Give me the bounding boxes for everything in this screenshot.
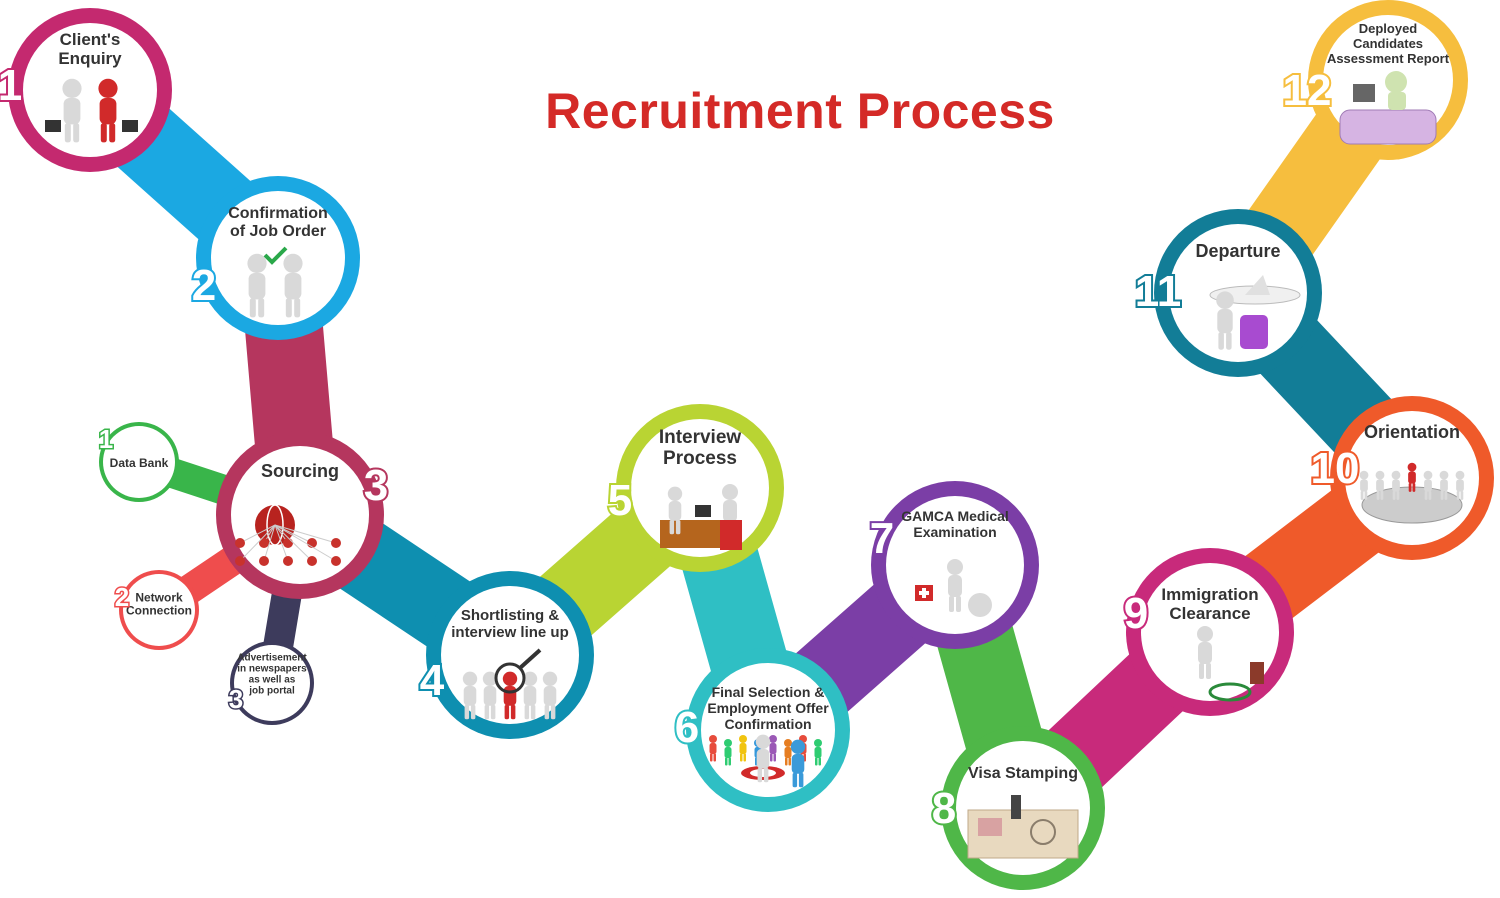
step-label-line: Examination [913,524,996,540]
meeting-table-icon [1359,462,1465,524]
sub-step-1: Data Bank 1 [97,422,179,502]
page-title: Recruitment Process [545,83,1055,139]
sub-step-disc [123,574,195,646]
step-number: 7 [870,514,894,563]
step-label-line: Enquiry [58,49,122,68]
reception-desk-icon [1339,71,1437,145]
target-people-icon [709,734,822,788]
step-number: 9 [1124,589,1148,638]
step-label-line: Deployed [1359,21,1418,36]
step-label-line: Candidates [1353,36,1423,51]
step-label-line: Clearance [1169,604,1250,623]
step-6: Final Selection &Employment OfferConfirm… [673,648,850,812]
step-number: 1 [0,61,22,110]
step-label-line: Departure [1195,241,1280,261]
sub-step-label-line: Connection [126,604,192,618]
step-number: 5 [608,476,632,525]
sub-step-label-line: Network [135,591,183,605]
step-number: 2 [192,261,216,310]
step-3: Sourcing 3 [216,431,390,599]
step-label-line: Sourcing [261,461,339,481]
step-label-line: Assessment Report [1327,51,1450,66]
step-label-line: Visa Stamping [968,765,1078,782]
step-number: 8 [932,784,956,833]
step-label-line: Confirmation [724,716,811,732]
medical-icon [915,559,992,617]
sub-step-number: 1 [99,424,113,454]
sub-step-disc [103,426,175,498]
step-label-line: of Job Order [230,223,326,240]
step-number: 4 [420,656,445,705]
sub-step-label-line: Data Bank [110,456,169,470]
step-label-line: Client's [60,30,121,49]
step-label-line: Final Selection & [712,684,825,700]
step-label-line: interview line up [451,624,569,641]
globe-network-icon [235,504,341,566]
step-label-line: GAMCA Medical [901,508,1009,524]
sub-step-label-line: as well as [249,675,296,686]
step-disc [231,446,369,584]
sub-step-number: 3 [229,684,243,714]
interview-desk-icon [660,484,742,550]
stamp-icon [1197,626,1264,702]
step-label-line: Shortlisting & [461,607,559,624]
sub-step-label-line: Advertisement [237,653,307,664]
step-label-line: Employment Offer [707,700,829,716]
magnifier-people-icon [462,648,558,720]
sub-step-number: 2 [115,582,129,612]
airplane-luggage-icon [1209,275,1301,350]
step-label-line: Process [663,448,737,469]
sub-step-disc [234,645,310,721]
step-label-line: Interview [659,427,742,448]
step-number: 10 [1311,444,1360,493]
agreement-check-icon [247,246,303,318]
step-label-line: Orientation [1364,422,1460,442]
step-label-line: Confirmation [228,205,328,222]
step-label-line: Immigration [1161,585,1258,604]
sub-step-label-line: job portal [248,686,295,697]
handshake-icon [45,78,138,143]
step-number: 6 [675,703,699,752]
step-number: 3 [364,461,388,510]
step-number: 12 [1283,66,1332,115]
step-number: 11 [1135,267,1182,316]
sub-step-label-line: in newspapers [237,664,307,675]
passport-stamp-icon [967,795,1079,859]
